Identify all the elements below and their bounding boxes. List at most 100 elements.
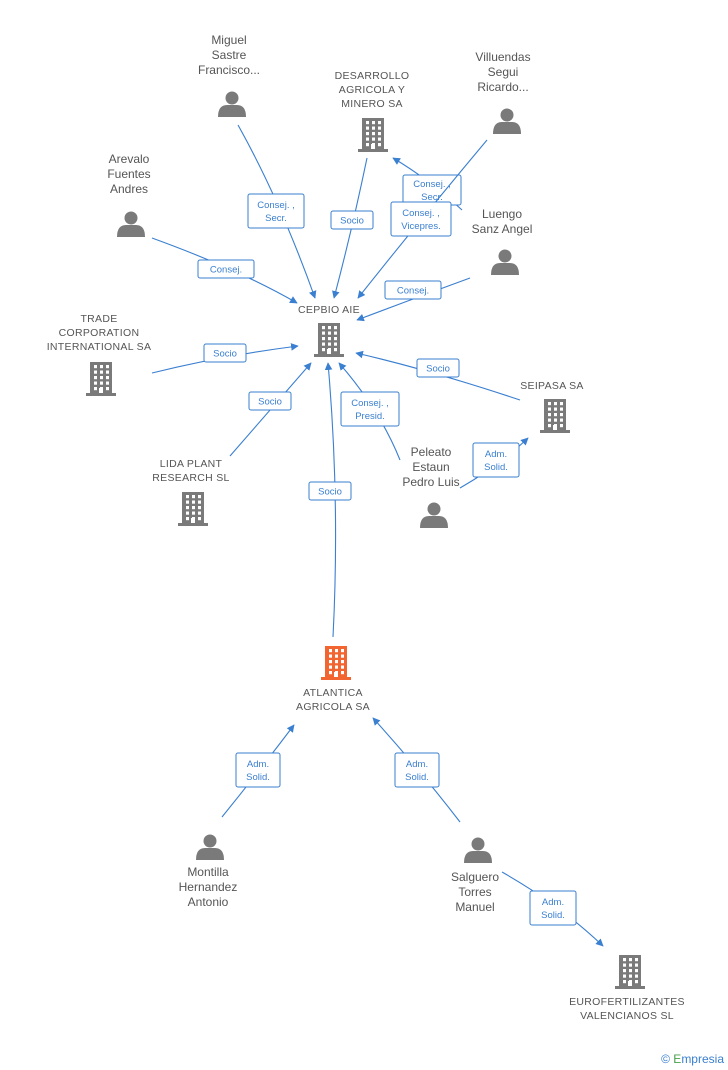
node-label: INTERNATIONAL SA	[47, 341, 152, 353]
edge-label[interactable]: Socio	[330, 210, 374, 230]
building-icon	[86, 362, 116, 396]
brand-initial: E	[673, 1052, 682, 1066]
edge-label[interactable]: Socio	[248, 391, 292, 411]
node-label: Sastre	[212, 48, 247, 62]
edge-label-text: Socio	[318, 487, 342, 498]
edge-label-box	[247, 193, 305, 229]
node-label: Andres	[110, 182, 148, 196]
edge-label-text: Solid.	[484, 462, 508, 473]
edge-label-text: Consej. ,	[351, 398, 389, 409]
building-icon	[615, 955, 645, 989]
copyright-icon: ©	[661, 1052, 670, 1066]
edge-e4: Consej. ,Vicepres.	[357, 139, 488, 299]
edge-label[interactable]: Adm.Solid.	[394, 752, 440, 788]
edge-label-box	[248, 391, 292, 411]
edge-label[interactable]: Consej. ,Vicepres.	[390, 201, 452, 237]
edge-label-text: Solid.	[541, 910, 565, 921]
edge-e2: Socio	[330, 157, 374, 299]
edge-label-text: Consej. ,	[413, 179, 451, 190]
edge-label-box	[384, 280, 442, 300]
edge-label-box	[472, 442, 520, 478]
edge-label-box	[416, 358, 460, 378]
node-label: Hernandez	[179, 880, 238, 894]
edge-label[interactable]: Adm. Solid.	[235, 752, 281, 788]
node-label: AGRICOLA SA	[296, 701, 370, 713]
node-label: Manuel	[455, 900, 494, 914]
node-label: Montilla	[187, 865, 229, 879]
edge-e11: Adm.Solid.	[459, 437, 529, 489]
node-label: MINERO SA	[341, 98, 403, 110]
edge-label-box	[394, 752, 440, 788]
node-label: Francisco...	[198, 63, 260, 77]
edge-e7: Socio	[151, 343, 299, 374]
person-icon	[117, 211, 145, 237]
node-label: Sanz Angel	[472, 222, 533, 236]
building-icon	[540, 399, 570, 433]
node-label: RESEARCH SL	[152, 472, 229, 484]
node-label: Pedro Luis	[402, 475, 459, 489]
edge-label[interactable]: Consej. ,Secr.	[247, 193, 305, 229]
edge-label-box	[330, 210, 374, 230]
building-icon	[321, 646, 351, 680]
edge-e15: Adm. Solid.	[501, 871, 604, 947]
person-icon	[493, 108, 521, 134]
edge-label[interactable]: Socio	[203, 343, 247, 363]
node-label: Torres	[458, 885, 491, 899]
node-label: Miguel	[211, 33, 246, 47]
edge-label[interactable]: Consej. , Presid.	[340, 391, 400, 427]
edge-e5: Consej.	[151, 237, 298, 304]
edge-label[interactable]: Adm.Solid.	[472, 442, 520, 478]
node-label: VALENCIANOS SL	[580, 1010, 674, 1022]
edge-label[interactable]: Consej.	[197, 259, 255, 279]
node-label: DESARROLLO	[335, 70, 410, 82]
edge-label[interactable]: Socio	[416, 358, 460, 378]
edge-label-text: Adm.	[542, 897, 564, 908]
building-icon	[178, 492, 208, 526]
edge-label-box	[197, 259, 255, 279]
person-icon	[196, 834, 224, 860]
edge-label-text: Solid.	[246, 772, 270, 783]
node-cepbio[interactable]: CEPBIO AIE	[298, 304, 360, 357]
node-miguel[interactable]: MiguelSastreFrancisco...	[198, 33, 260, 117]
node-label: Fuentes	[107, 167, 150, 181]
edge-e1: Consej. ,Secr.	[237, 124, 317, 299]
edge-label-box	[308, 481, 352, 501]
edge-label[interactable]: Adm. Solid.	[529, 890, 577, 926]
node-label: Luengo	[482, 207, 522, 221]
edge-label[interactable]: Consej. , Secr.	[402, 174, 462, 206]
edge-label-text: Socio	[258, 397, 282, 408]
node-label: Estaun	[412, 460, 449, 474]
edge-label-text: Consej. ,	[402, 208, 440, 219]
edge-label-text: Adm.	[406, 759, 428, 770]
node-label: Peleato	[411, 445, 452, 459]
building-icon	[358, 118, 388, 152]
node-label: Antonio	[188, 895, 229, 909]
person-icon	[464, 837, 492, 863]
edge-e12: Socio	[308, 362, 352, 638]
edge-label-text: Consej.	[210, 265, 242, 276]
node-seipasa[interactable]: SEIPASA SA	[520, 380, 584, 433]
edge-label-box	[235, 752, 281, 788]
edge-label[interactable]: Consej.	[384, 280, 442, 300]
edge-label-text: Adm.	[247, 759, 269, 770]
node-label: SEIPASA SA	[520, 380, 584, 392]
edge-label-text: Consej. ,	[257, 200, 295, 211]
brand-name: mpresia	[681, 1052, 724, 1066]
edge-label-text: Secr.	[421, 192, 443, 203]
edge-label[interactable]: Socio	[308, 481, 352, 501]
node-villuendas[interactable]: VilluendasSeguiRicardo...	[475, 50, 531, 134]
edge-label-text: Presid.	[355, 411, 385, 422]
edge-e14: Adm.Solid.	[372, 717, 461, 823]
edge-label-box	[529, 890, 577, 926]
